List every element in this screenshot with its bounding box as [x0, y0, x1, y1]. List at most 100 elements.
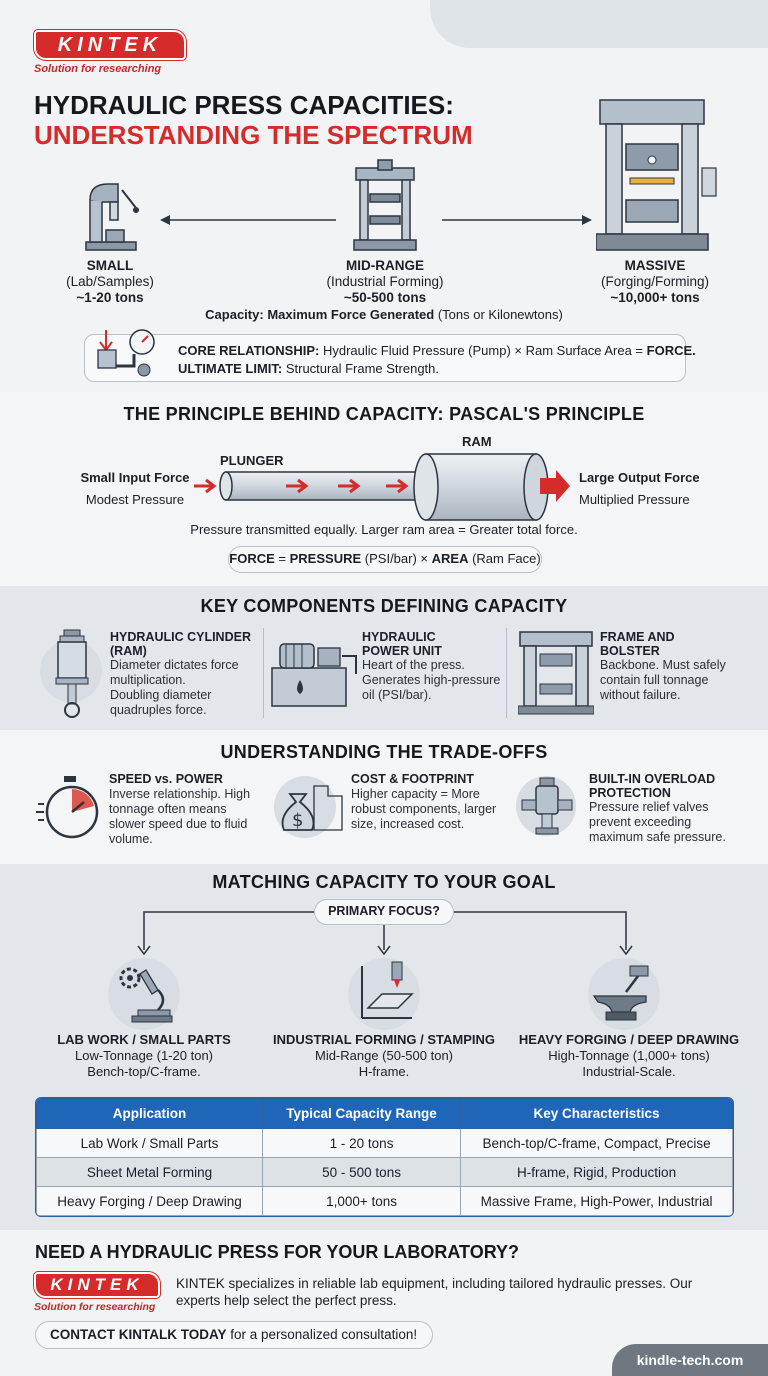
- money-bag-icon: $: [281, 785, 343, 831]
- small-press-icon: [85, 183, 139, 251]
- table-cell: Bench-top/C-frame, Compact, Precise: [460, 1128, 733, 1158]
- cta-title: NEED A HYDRAULIC PRESS FOR YOUR LABORATO…: [35, 1242, 520, 1262]
- relief-valve-icon: [521, 777, 573, 835]
- components-title: KEY COMPONENTS DEFINING CAPACITY: [200, 596, 568, 616]
- table-cell: Heavy Forging / Deep Drawing: [36, 1186, 264, 1216]
- contact-button[interactable]: CONTACT KINTALK TODAY for a personalized…: [35, 1321, 433, 1349]
- tradeoff-speed: SPEED vs. POWER Inverse relationship. Hi…: [109, 772, 269, 847]
- cyl-l1: Diameter dictates force: [110, 658, 239, 672]
- cost-l2: robust components, larger: [351, 802, 497, 816]
- formula-eq: =: [278, 551, 286, 566]
- overload-l3: maximum safe pressure.: [589, 830, 726, 844]
- stopwatch-icon: [36, 776, 99, 839]
- overload-l1: Pressure relief valves: [589, 800, 709, 814]
- tradeoffs-title: UNDERSTANDING THE TRADE-OFFS: [220, 742, 548, 762]
- contact-rest: for a personalized consultation!: [230, 1327, 418, 1342]
- speed-l1: Inverse relationship. High: [109, 787, 251, 801]
- divider: [506, 628, 507, 718]
- output-pressure: Multiplied Pressure: [579, 492, 690, 507]
- frame-title1: FRAME AND: [600, 630, 675, 644]
- small-name: SMALL: [86, 258, 134, 273]
- focus-tree-lines: [137, 911, 633, 956]
- cost-title: COST & FOOTPRINT: [351, 772, 474, 786]
- overload-title2: PROTECTION: [589, 786, 671, 800]
- pu-title1: HYDRAULIC: [362, 630, 436, 644]
- goal-stamping-l1: Mid-Range (50-500 ton): [314, 1048, 454, 1063]
- capacity-bold: Maximum Force Generated: [267, 307, 435, 322]
- formula-face: (Ram Face): [472, 551, 541, 566]
- cyl-l2: multiplication.: [110, 673, 186, 687]
- table-header: Typical Capacity Range: [262, 1098, 462, 1129]
- goal-forging: HEAVY FORGING / DEEP DRAWING High-Tonnag…: [504, 1032, 754, 1080]
- cyl-title2: (RAM): [110, 644, 147, 658]
- pu-title2: POWER UNIT: [362, 644, 442, 658]
- capacity-table-grid: Application Typical Capacity Range Key C…: [36, 1098, 733, 1216]
- massive-name: MASSIVE: [624, 258, 686, 273]
- capacity-definition: Capacity: Maximum Force Generated (Tons …: [0, 307, 768, 322]
- formula-area: AREA: [431, 551, 469, 566]
- mid-use: (Industrial Forming): [326, 274, 444, 289]
- table-header-row: Application Typical Capacity Range Key C…: [36, 1098, 733, 1129]
- arrow-left-icon: [160, 215, 336, 225]
- stamping-icon: [361, 961, 414, 1019]
- table-cell: 1 - 20 tons: [262, 1128, 462, 1158]
- input-force: Small Input Force: [80, 470, 190, 485]
- goal-lab-l2: Bench-top/C-frame.: [87, 1064, 201, 1079]
- table-cell: Massive Frame, High-Power, Industrial: [460, 1186, 733, 1216]
- brand-tagline: Solution for researching: [34, 63, 162, 75]
- arrow-right-icon: [442, 215, 592, 225]
- kintek-logo[interactable]: KINTEK: [34, 30, 186, 60]
- goal-stamping-l2: H-frame.: [358, 1064, 410, 1079]
- pu-l1: Heart of the press.: [362, 658, 465, 672]
- brand-tagline-footer: Solution for researching: [34, 1301, 156, 1313]
- formula-unit: (PSI/bar) ×: [364, 551, 428, 566]
- output-force: Large Output Force: [579, 470, 700, 485]
- pu-l3: oil (PSI/bar).: [362, 688, 432, 702]
- frame-l2: contain full tonnage: [600, 673, 709, 687]
- table-row: Lab Work / Small Parts 1 - 20 tons Bench…: [36, 1128, 733, 1158]
- cta-text: KINTEK specializes in reliable lab equip…: [176, 1275, 746, 1309]
- goal-title: MATCHING CAPACITY TO YOUR GOAL: [212, 872, 556, 892]
- spectrum-mid: MID-RANGE (Industrial Forming) ~50-500 t…: [290, 258, 480, 306]
- kintek-logo-footer[interactable]: KINTEK: [34, 1272, 160, 1298]
- core-relationship: CORE RELATIONSHIP: Hydraulic Fluid Press…: [178, 343, 696, 358]
- core-relationship-box: [84, 334, 686, 382]
- spectrum-small: SMALL (Lab/Samples) ~1-20 tons: [20, 258, 200, 306]
- speed-title: SPEED vs. POWER: [109, 772, 223, 786]
- small-tons: ~1-20 tons: [76, 290, 144, 305]
- tradeoffs-band: [0, 730, 768, 864]
- speed-l4: volume.: [109, 832, 153, 846]
- cta-text1: KINTEK specializes in reliable lab equip…: [176, 1276, 693, 1291]
- goal-stamping: INDUSTRIAL FORMING / STAMPING Mid-Range …: [264, 1032, 504, 1080]
- tradeoff-overload: BUILT-IN OVERLOAD PROTECTION Pressure re…: [589, 772, 759, 845]
- core-text: Hydraulic Fluid Pressure (Pump) × Ram Su…: [322, 343, 644, 358]
- mid-name: MID-RANGE: [346, 258, 424, 273]
- plunger-label: PLUNGER: [220, 453, 284, 468]
- table-header: Application: [36, 1098, 264, 1129]
- table-cell: 1,000+ tons: [262, 1186, 462, 1216]
- website-link[interactable]: kindle-tech.com: [612, 1344, 768, 1376]
- hydraulic-cylinder-icon: [55, 629, 89, 718]
- pu-l2: Generates high-pressure: [362, 673, 501, 687]
- header-accent: [430, 0, 768, 48]
- overload-title1: BUILT-IN OVERLOAD: [589, 772, 716, 786]
- input-pressure: Modest Pressure: [85, 492, 185, 507]
- speed-l3: slower speed due to fluid: [109, 817, 248, 831]
- divider: [263, 628, 264, 718]
- pascal-title: THE PRINCIPLE BEHIND CAPACITY: PASCAL'S …: [123, 404, 645, 424]
- ultimate-limit: ULTIMATE LIMIT: Structural Frame Strengt…: [178, 361, 439, 376]
- frame-l1: Backbone. Must safely: [600, 658, 726, 672]
- ram-label: RAM: [462, 434, 492, 449]
- cost-l3: size, increased cost.: [351, 817, 465, 831]
- overload-l2: prevent exceeding: [589, 815, 692, 829]
- formula-force: FORCE: [229, 551, 275, 566]
- input-side: Small Input Force Modest Pressure: [70, 467, 200, 511]
- components-band: [0, 586, 768, 730]
- frame-l3: without failure.: [600, 688, 681, 702]
- goal-lab: LAB WORK / SMALL PARTS Low-Tonnage (1-20…: [20, 1032, 268, 1080]
- capacity-rest: (Tons or Kilonewtons): [437, 307, 563, 322]
- massive-press-icon: [596, 99, 717, 251]
- core-force: FORCE.: [646, 343, 696, 358]
- goal-lab-l1: Low-Tonnage (1-20 ton): [74, 1048, 214, 1063]
- mid-tons: ~50-500 tons: [343, 290, 427, 305]
